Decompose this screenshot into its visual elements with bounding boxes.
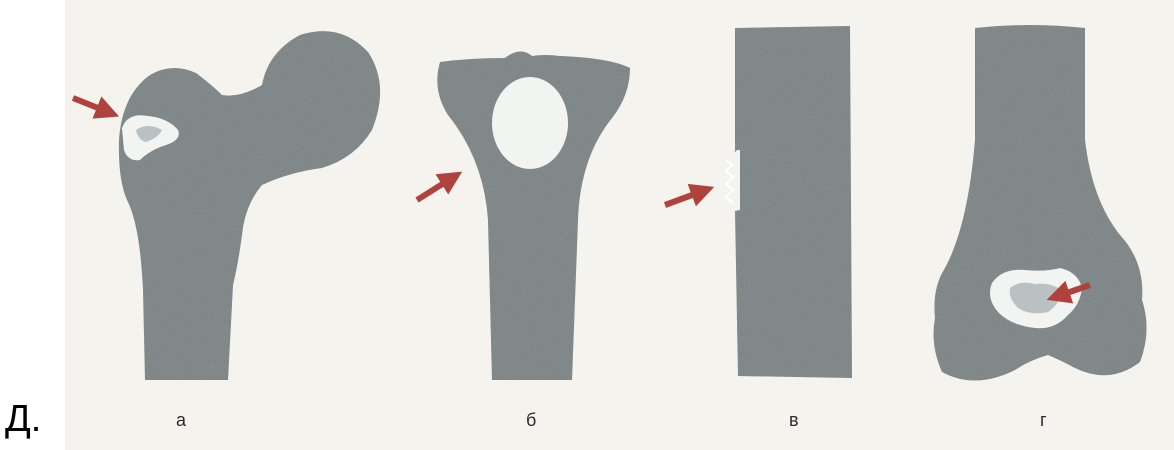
cyst-b	[492, 77, 568, 169]
bone-v-shape	[733, 26, 853, 378]
label-b: б	[526, 410, 536, 431]
label-v: в	[789, 410, 799, 431]
label-a: а	[176, 410, 186, 431]
label-g: г	[1040, 410, 1047, 431]
